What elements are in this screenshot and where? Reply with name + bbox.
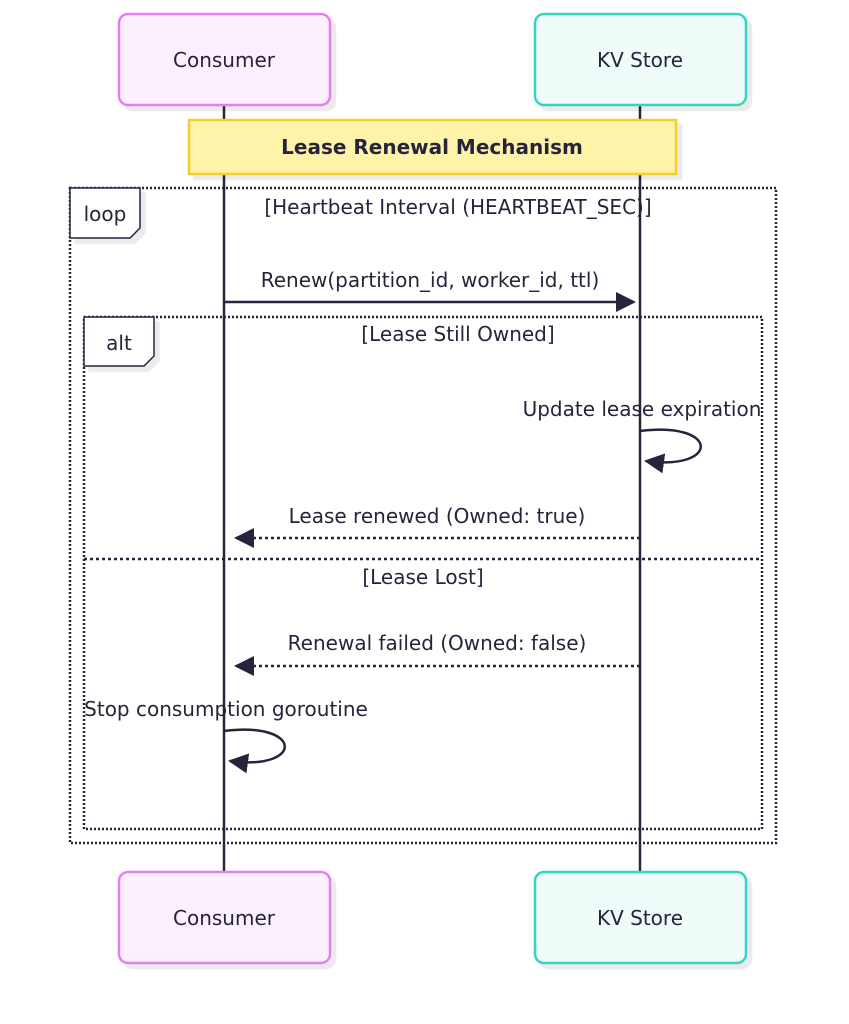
message-label: Stop consumption goroutine	[84, 697, 368, 721]
alt-condition-owned: [Lease Still Owned]	[361, 322, 554, 346]
actor-consumer-top[interactable]: Consumer	[117, 12, 332, 107]
message-stop-consumption: Stop consumption goroutine	[84, 697, 368, 774]
message-update-expiration: Update lease expiration	[523, 397, 762, 474]
alt-label: alt	[106, 331, 132, 355]
message-label: Lease renewed (Owned: true)	[289, 504, 586, 528]
actor-label: Consumer	[173, 48, 276, 72]
message-lease-renewed: Lease renewed (Owned: true)	[234, 504, 640, 548]
actor-label: Consumer	[173, 906, 276, 930]
alt-frame: alt [Lease Still Owned] [Lease Lost]	[82, 315, 764, 831]
note-text: Lease Renewal Mechanism	[281, 135, 583, 159]
actor-label: KV Store	[597, 48, 683, 72]
actor-label: KV Store	[597, 906, 683, 930]
actor-consumer-bottom[interactable]: Consumer	[117, 870, 332, 965]
message-label: Renewal failed (Owned: false)	[288, 631, 587, 655]
loop-label: loop	[84, 202, 127, 226]
message-renew: Renew(partition_id, worker_id, ttl)	[224, 268, 636, 312]
actor-kvstore-top[interactable]: KV Store	[533, 12, 748, 107]
loop-condition: [Heartbeat Interval (HEARTBEAT_SEC)]	[264, 195, 651, 219]
loop-frame: loop [Heartbeat Interval (HEARTBEAT_SEC)…	[68, 186, 778, 845]
message-renewal-failed: Renewal failed (Owned: false)	[234, 631, 640, 676]
alt-condition-lost: [Lease Lost]	[362, 565, 483, 589]
message-label: Renew(partition_id, worker_id, ttl)	[261, 268, 600, 292]
message-label: Update lease expiration	[523, 397, 762, 421]
note-lease-renewal: Lease Renewal Mechanism	[187, 118, 678, 176]
actor-kvstore-bottom[interactable]: KV Store	[533, 870, 748, 965]
